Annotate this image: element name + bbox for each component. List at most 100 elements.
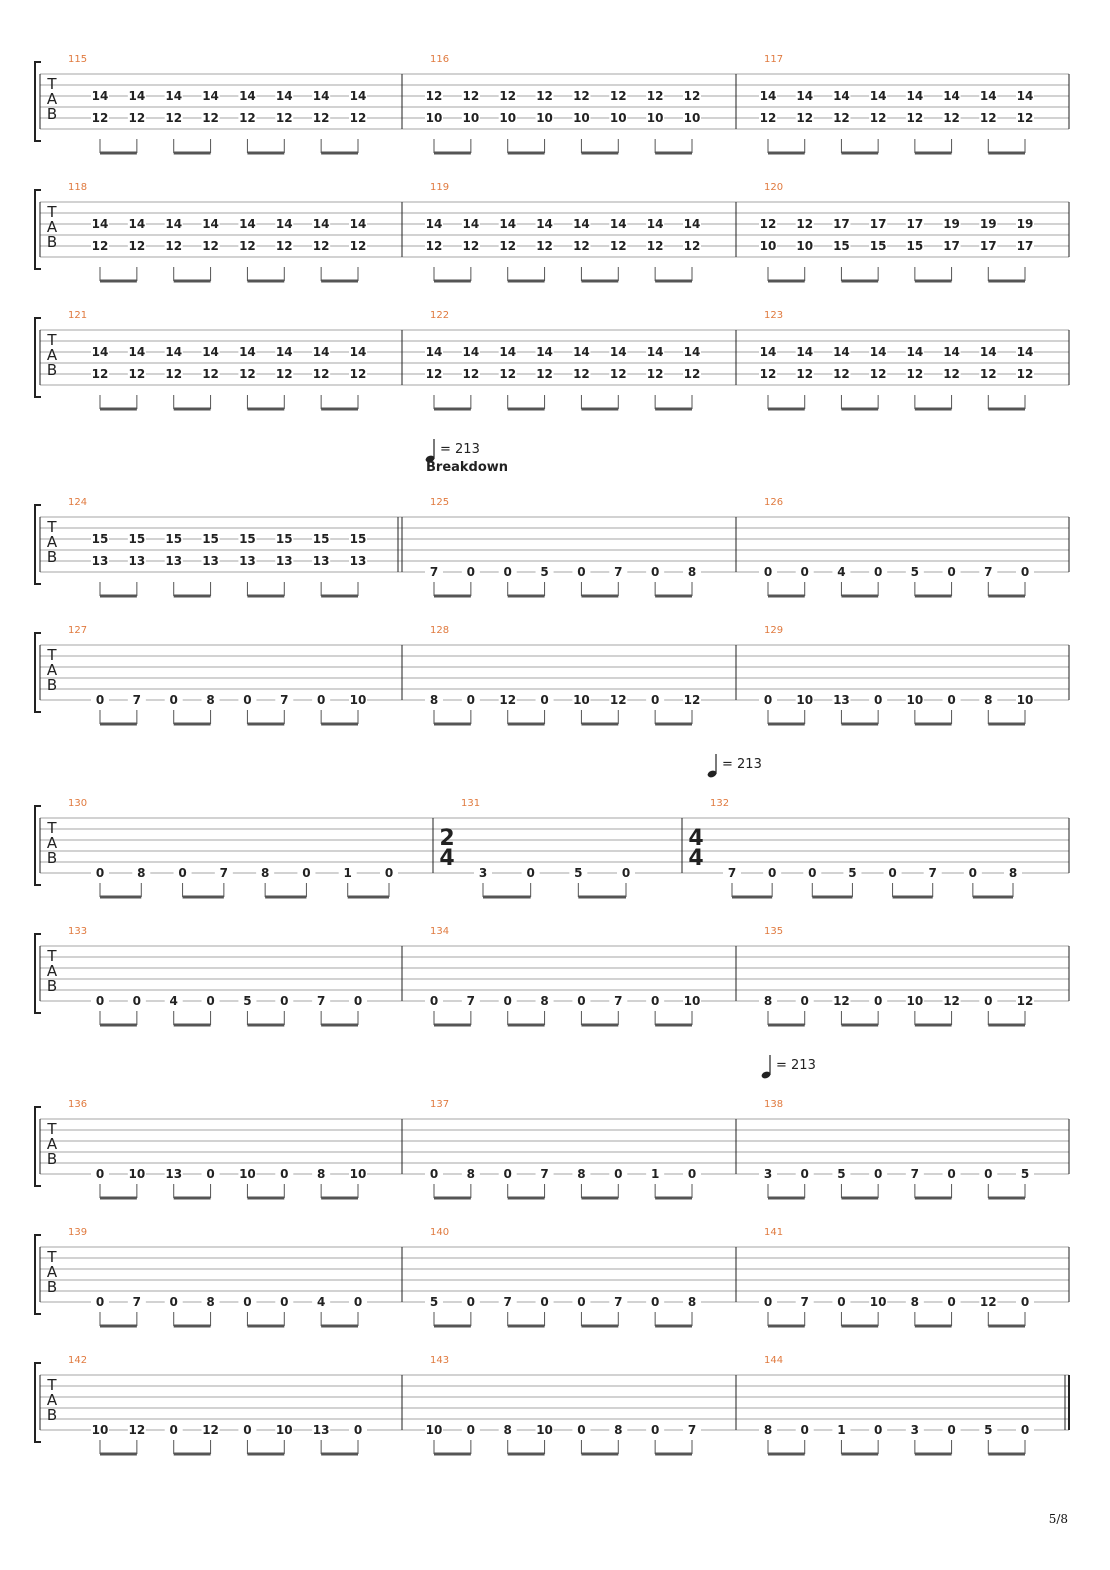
fret-mask [201,694,220,706]
fret-mask [91,694,109,706]
fret-mask [535,694,554,706]
fret-number: 10 [536,111,553,125]
fret-mask [572,240,591,252]
fret-mask [609,1168,628,1180]
fret-mask [312,218,331,230]
fret-mask [572,90,591,102]
fret-mask [832,368,851,380]
fret-number: 13 [350,554,367,568]
measure-number: 141 [764,1227,783,1238]
fret-number: 0 [651,1295,659,1309]
fret-number: 13 [276,554,293,568]
fret-mask [942,1168,961,1180]
fret-number: 14 [165,345,182,359]
fret-number: 0 [801,1423,809,1437]
fret-mask [201,995,220,1007]
fret-mask [312,368,331,380]
fret-mask [646,346,665,358]
fret-number: 12 [943,367,960,381]
fret-number: 7 [614,994,622,1008]
fret-number: 14 [313,345,330,359]
fret-number: 10 [796,693,813,707]
fret-number: 7 [504,1295,512,1309]
fret-mask [348,1424,367,1436]
fret-number: 8 [577,1167,585,1181]
fret-mask [795,90,814,102]
fret-mask [942,1296,961,1308]
fret-number: 0 [280,994,288,1008]
fret-mask [759,1168,777,1180]
fret-number: 10 [907,693,924,707]
measure-number: 128 [430,625,449,636]
fret-mask [127,533,146,545]
fret-mask [498,368,517,380]
fret-mask [869,218,888,230]
fret-number: 12 [313,111,330,125]
fret-number: 0 [801,994,809,1008]
fret-mask [979,1168,998,1180]
fret-number: 0 [385,866,393,880]
fret-mask [942,694,961,706]
fret-number: 14 [165,217,182,231]
fret-mask [312,533,331,545]
fret-number: 12 [463,239,480,253]
fret-mask [164,240,183,252]
fret-number: 12 [202,111,219,125]
measure-number: 122 [430,310,449,321]
fret-mask [795,240,814,252]
fret-mask [201,112,220,124]
fret-mask [238,1168,257,1180]
fret-number: 14 [426,217,443,231]
fret-number: 12 [980,111,997,125]
fret-number: 12 [276,239,293,253]
fret-mask [91,867,109,879]
fret-number: 0 [504,565,512,579]
fret-number: 12 [1017,367,1034,381]
fret-number: 12 [313,367,330,381]
fret-mask [461,240,480,252]
fret-number: 12 [610,693,627,707]
tab-clef-letter: B [47,977,57,995]
fret-mask [795,1296,814,1308]
fret-number: 12 [165,367,182,381]
fret-mask [795,218,814,230]
measure-number: 115 [68,54,87,65]
fret-number: 14 [610,217,627,231]
fret-number: 14 [647,217,664,231]
fret-mask [498,112,517,124]
measure-number: 120 [764,182,783,193]
fret-mask [759,1424,777,1436]
fret-mask [348,90,367,102]
fret-mask [905,1296,924,1308]
fret-number: 8 [764,1423,772,1437]
fret-mask [127,218,146,230]
fret-mask [348,1168,367,1180]
fret-mask [312,1424,331,1436]
tab-clef-letter: A [47,962,58,980]
tempo-note-icon [425,455,435,463]
fret-mask [312,90,331,102]
tab-clef-letter: A [47,218,58,236]
fret-mask [1015,694,1034,706]
fret-mask [535,368,554,380]
fret-number: 12 [165,239,182,253]
fret-number: 0 [622,866,630,880]
fret-number: 8 [467,1167,475,1181]
fret-number: 0 [651,1423,659,1437]
fret-mask [91,368,109,380]
fret-mask [238,555,257,567]
fret-number: 0 [874,1167,882,1181]
fret-number: 10 [684,994,701,1008]
fret-mask [425,90,443,102]
fret-number: 14 [350,89,367,103]
fret-mask [164,694,183,706]
measure-number: 142 [68,1355,87,1366]
fret-number: 0 [947,1423,955,1437]
fret-mask [682,1424,701,1436]
fret-number: 0 [206,994,214,1008]
tab-clef-letter: A [47,661,58,679]
fret-number: 7 [317,994,325,1008]
fret-mask [425,1168,443,1180]
fret-mask [132,867,151,879]
fret-number: 0 [614,1167,622,1181]
